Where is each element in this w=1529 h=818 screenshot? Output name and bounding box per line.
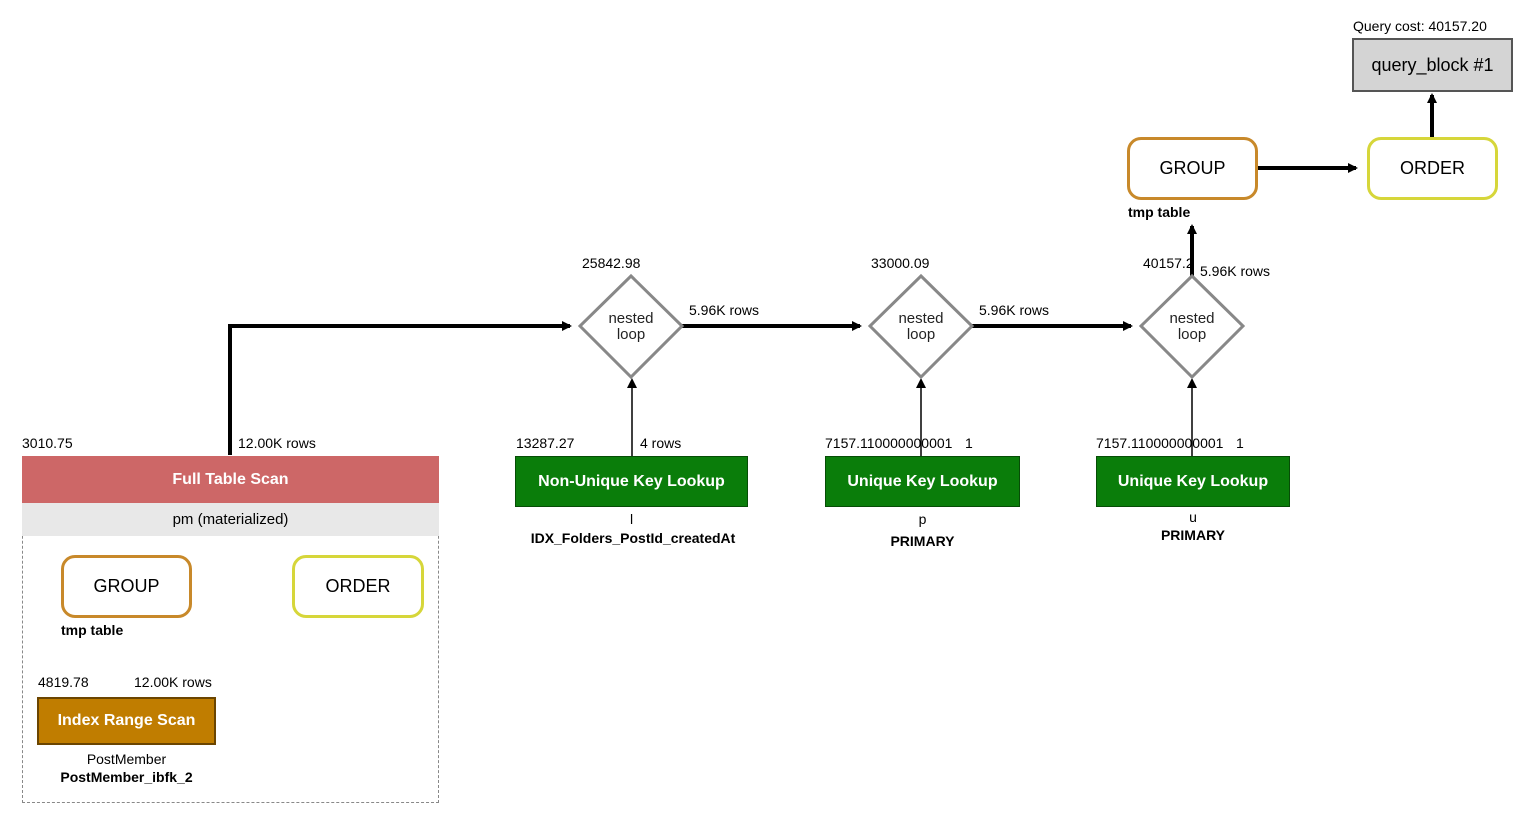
loop2-cost: 33000.09 (871, 255, 930, 271)
lookup3-cost: 7157.110000000001 (1096, 435, 1224, 451)
top-order-node[interactable]: ORDER (1367, 137, 1498, 200)
lookup2-rows: 1 (965, 435, 973, 451)
query-block-node[interactable]: query_block #1 (1352, 38, 1513, 92)
inner-group-sub: tmp table (61, 622, 124, 638)
unique-key-lookup-node-2[interactable]: Unique Key Lookup (1096, 456, 1290, 507)
nested-loop-diamond-2[interactable] (867, 273, 975, 380)
lookup3-table: u (1189, 509, 1197, 525)
nested-loop-diamond-1[interactable] (577, 273, 685, 380)
loop2-label: nested loop (881, 311, 961, 343)
lookup1-cost: 13287.27 (516, 435, 575, 451)
loop2-rows: 5.96K rows (979, 302, 1050, 318)
full-scan-container[interactable]: Full Table Scan pm (materialized) (22, 456, 439, 803)
full-scan-header[interactable]: Full Table Scan (22, 456, 439, 503)
lookup1-key: IDX_Folders_PostId_createdAt (530, 530, 736, 546)
lookup3-key: PRIMARY (1160, 527, 1226, 543)
loop2-label-line1: nested (898, 310, 944, 327)
index-scan-rows: 12.00K rows (134, 674, 212, 690)
lookup1-rows: 4 rows (640, 435, 682, 451)
lookup2-key: PRIMARY (890, 533, 955, 549)
loop3-rows: 5.96K rows (1200, 263, 1271, 279)
inner-group-node[interactable]: GROUP (61, 555, 192, 618)
lookup2-table: p (918, 511, 927, 527)
full-scan-subheader: pm (materialized) (22, 503, 439, 536)
loop3-label-line1: nested (1169, 310, 1215, 327)
index-scan-table: PostMember (86, 751, 167, 767)
unique-key-lookup-node-1[interactable]: Unique Key Lookup (825, 456, 1020, 507)
index-scan-key: PostMember_ibfk_2 (60, 769, 193, 785)
edge-fullscan-to-loop1 (228, 321, 572, 455)
top-group-sub: tmp table (1128, 204, 1191, 220)
lookup1-table: l (629, 511, 634, 527)
query-cost-label: Query cost: 40157.20 (1353, 18, 1487, 34)
loop2-label-line2: loop (906, 326, 936, 343)
full-scan-rows: 12.00K rows (238, 435, 316, 451)
loop1-label: nested loop (591, 311, 671, 343)
loop3-label-line2: loop (1177, 326, 1207, 343)
loop3-cost: 40157.2 (1143, 255, 1194, 271)
full-scan-cost: 3010.75 (22, 435, 73, 451)
loop1-rows: 5.96K rows (689, 302, 760, 318)
lookup3-rows: 1 (1236, 435, 1244, 451)
inner-order-node[interactable]: ORDER (292, 555, 424, 618)
lookup2-cost: 7157.110000000001 (825, 435, 953, 451)
nested-loop-diamond-3[interactable] (1138, 273, 1246, 380)
non-unique-key-lookup-node[interactable]: Non-Unique Key Lookup (515, 456, 748, 507)
top-group-node[interactable]: GROUP (1127, 137, 1258, 200)
loop3-label: nested loop (1152, 311, 1232, 343)
loop1-label-line2: loop (616, 326, 646, 343)
loop1-cost: 25842.98 (582, 255, 641, 271)
index-scan-cost: 4819.78 (38, 674, 89, 690)
loop1-label-line1: nested (608, 310, 654, 327)
index-range-scan-node[interactable]: Index Range Scan (37, 697, 216, 745)
